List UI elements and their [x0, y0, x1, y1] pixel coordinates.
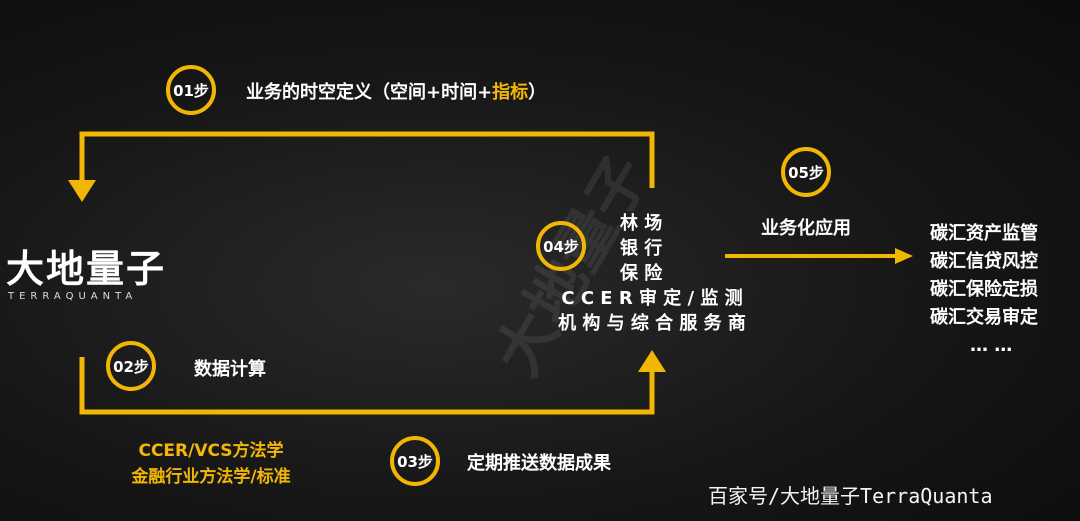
- stakeholder-line: 银 行: [620, 238, 663, 259]
- arrow-head-down: [68, 180, 96, 202]
- method-item: 金融行业方法学/标准: [131, 467, 291, 487]
- credit-watermark: 百家号/大地量子TerraQuanta: [708, 484, 993, 508]
- step-03-badge: 03步: [390, 436, 440, 486]
- step-01-text: 业务的时空定义（空间+时间+: [246, 82, 493, 103]
- step-01-badge: 01步: [166, 65, 216, 115]
- application-item: 碳汇信贷风控: [930, 251, 1038, 272]
- step-03-label: 定期推送数据成果: [467, 453, 611, 474]
- application-item: … …: [970, 335, 1013, 356]
- step-05-badge: 05步: [781, 147, 831, 197]
- arrow-forward-bottom: [79, 357, 655, 415]
- step-02-badge: 02步: [106, 341, 156, 391]
- arrow-return-top: [79, 131, 655, 188]
- stakeholder-line: 林 场: [620, 213, 663, 234]
- step-01-highlight: 指标: [492, 82, 529, 103]
- stakeholder-line: 机 构 与 综 合 服 务 商: [558, 313, 746, 334]
- step-02-label: 数据计算: [194, 359, 266, 380]
- logo-subtitle: TERRAQUANTA: [8, 291, 138, 302]
- logo-wordmark: 大地量子: [6, 247, 167, 291]
- application-item: 碳汇保险定损: [930, 279, 1038, 300]
- stakeholder-line: C C E R 审 定 / 监 测: [561, 288, 743, 309]
- step-04-stakeholders: 林 场 银 行 保 险 C C E R 审 定 / 监 测 机 构 与 综 合 …: [540, 211, 764, 336]
- step-05-label: 业务化应用: [761, 218, 851, 239]
- arrow-head-up: [638, 350, 666, 372]
- arrow-head-right: [895, 248, 913, 264]
- application-item: 碳汇资产监管: [930, 223, 1038, 244]
- methods-block: CCER/VCS方法学 金融行业方法学/标准: [106, 438, 316, 490]
- step-01-label: 业务的时空定义（空间+时间+指标）: [246, 78, 546, 104]
- application-item: 碳汇交易审定: [930, 307, 1038, 328]
- step-01-end: ）: [528, 82, 547, 103]
- stakeholder-line: 保 险: [620, 263, 663, 284]
- method-item: CCER/VCS方法学: [138, 441, 284, 461]
- step-04-badge: 04步: [536, 221, 586, 271]
- applications-list: 碳汇资产监管 碳汇信贷风控 碳汇保险定损 碳汇交易审定 … …: [930, 220, 1038, 360]
